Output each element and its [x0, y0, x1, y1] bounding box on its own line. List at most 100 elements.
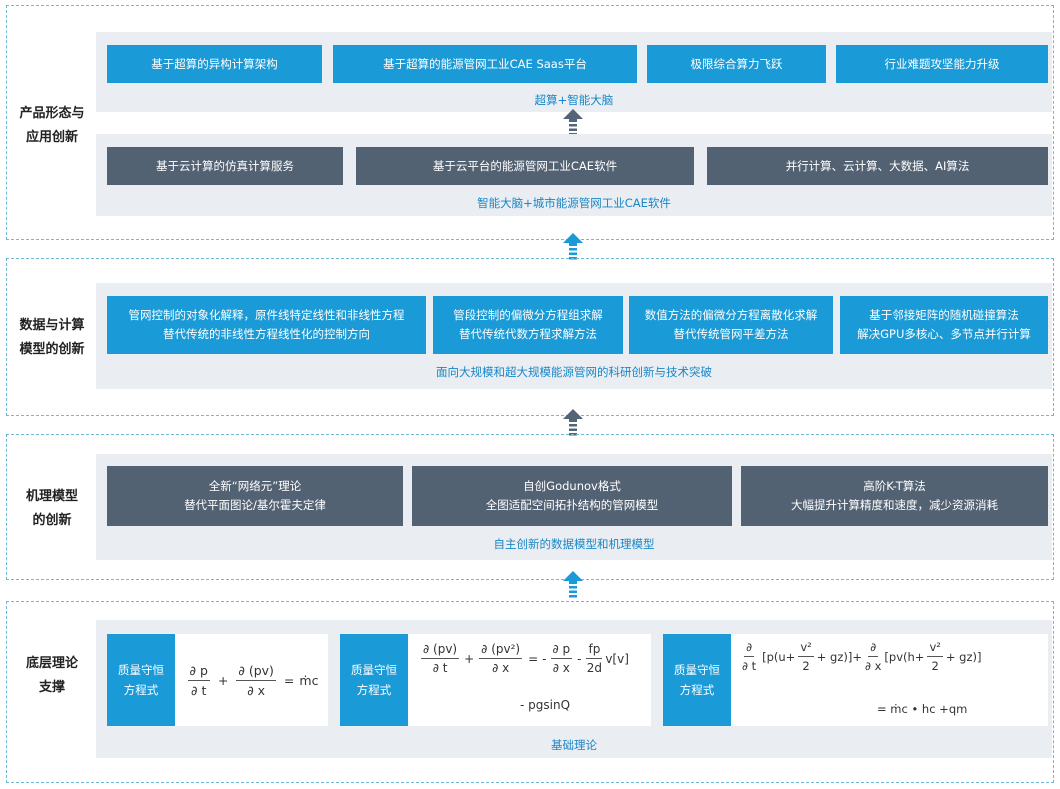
object-control-box: 管网控制的对象化解释，原件线特定线性和非线性方程 替代传统的非线性方程线性化的控…	[107, 296, 426, 354]
box-text-line2: 解决GPU多核心、多节点并行计算	[857, 327, 1031, 341]
fraction: ∂∂ t	[742, 640, 756, 673]
section-product-innovation: 产品形态与 应用创新	[6, 5, 1054, 240]
fraction: ∂ p∂ t	[187, 663, 210, 698]
cloud-cae-software-box: 基于云平台的能源管网工业CAE软件	[356, 147, 694, 185]
box-text: 基于超算的异构计算架构	[151, 56, 278, 71]
box-text-line2: 替代传统的非线性方程线性化的控制方向	[163, 327, 370, 341]
denominator: ∂ x	[552, 661, 570, 675]
cae-saas-box: 基于超算的能源管网工业CAE Saas平台	[333, 45, 637, 83]
denominator: ∂ x	[247, 682, 266, 698]
box-text-line1: 数值方法的偏微分方程离散化求解	[644, 308, 818, 322]
box-text-line2: 大幅提升计算精度和速度，减少资源消耗	[791, 498, 998, 512]
expression: [pv(h+	[884, 649, 925, 664]
section-base-theory: 底层理论 支撑	[6, 601, 1054, 783]
expression: + gz)]+	[816, 649, 862, 664]
box-text-line1: 基于邻接矩阵的随机碰撞算法	[869, 308, 1019, 322]
operator: =	[283, 672, 295, 688]
expression: + gz)]	[945, 649, 982, 664]
section-title-line2: 模型的创新	[19, 342, 85, 357]
label-line2: 方程式	[356, 683, 392, 697]
numerator: ∂ (pv)	[421, 642, 460, 659]
base-theory-caption: 基础理论	[551, 738, 597, 752]
section-title: 底层理论 支撑	[7, 652, 97, 700]
operator: -	[577, 651, 582, 666]
kt-algorithm-box: 高阶K-T算法 大幅提升计算精度和速度，减少资源消耗	[741, 466, 1048, 526]
discretization-box: 数值方法的偏微分方程离散化求解 替代传统管网平差方法	[629, 296, 833, 354]
section-title-line1: 底层理论	[25, 656, 78, 671]
up-arrow-icon	[563, 571, 583, 598]
fraction: ∂∂ x	[865, 640, 881, 673]
label-line2: 方程式	[123, 683, 159, 697]
section-mechanism-model-innovation: 机理模型 的创新	[6, 434, 1054, 580]
random-collision-box: 基于邻接矩阵的随机碰撞算法 解决GPU多核心、多节点并行计算	[840, 296, 1048, 354]
computing-leap-box: 极限综合算力飞跃	[647, 45, 826, 83]
rhs-term: ṁc	[299, 672, 319, 688]
box-text: 基于云计算的仿真计算服务	[156, 158, 294, 173]
numerator: v²	[927, 640, 943, 657]
equation-2: ∂ (pv) ∂ t + ∂ (pv²) ∂ x = - ∂ p ∂ x - fp 2d…	[408, 634, 651, 726]
box-text-line1: 全新“网络元”理论	[208, 479, 302, 493]
numerator: fp	[586, 642, 603, 659]
denominator: ∂ t	[191, 682, 207, 698]
section-title-line1: 产品形态与	[19, 106, 85, 121]
mass-conservation-label: 质量守恒 方程式	[663, 634, 731, 726]
section-title-line1: 机理模型	[25, 489, 78, 504]
label-line1: 质量守恒	[674, 663, 720, 677]
supercomputing-caption: 超算+智能大脑	[534, 93, 614, 107]
operator: -	[542, 651, 547, 666]
section-title: 数据与计算 模型的创新	[7, 314, 97, 362]
parallel-ai-box: 并行计算、云计算、大数据、AI算法	[707, 147, 1048, 185]
box-text: 极限综合算力飞跃	[690, 56, 783, 71]
box-text-line1: 管网控制的对象化解释，原件线特定线性和非线性方程	[128, 308, 405, 322]
box-text-line1: 高阶K-T算法	[863, 479, 926, 493]
equation-line2: = ṁc • hc +qm	[877, 702, 968, 716]
numerator: ∂ (pv²)	[479, 642, 523, 659]
numerator: ∂ p	[550, 642, 573, 659]
section-title-line1: 数据与计算	[19, 318, 85, 333]
equation-line2: - pgsinQ	[520, 698, 571, 712]
numerator: ∂	[744, 640, 755, 657]
box-text-line1: 管段控制的偏微分方程组求解	[453, 308, 603, 322]
box-text-line2: 全图适配空间拓扑结构的管网模型	[485, 498, 659, 512]
data-caption: 面向大规模和超大规模能源管网的科研创新与技术突破	[436, 365, 712, 379]
operator: +	[464, 651, 475, 666]
mass-conservation-label: 质量守恒 方程式	[340, 634, 408, 726]
operator: =	[528, 651, 539, 666]
godunov-box: 自创Godunov格式 全图适配空间拓扑结构的管网模型	[412, 466, 732, 526]
denominator: 2d	[586, 661, 603, 675]
numerator: ∂ p	[187, 663, 210, 681]
box-text: 基于云平台的能源管网工业CAE软件	[432, 158, 618, 173]
fraction: ∂ p ∂ x	[550, 642, 573, 675]
box-text-line1: 自创Godunov格式	[523, 479, 621, 493]
denominator: ∂ x	[492, 661, 510, 675]
section-title: 机理模型 的创新	[7, 485, 97, 533]
equation-1: ∂ p∂ t + ∂ (pv)∂ x = ṁc	[175, 634, 328, 726]
box-text: 并行计算、云计算、大数据、AI算法	[785, 158, 970, 173]
fraction: ∂ (pv) ∂ t	[421, 642, 460, 675]
tail-term: v[v]	[605, 651, 629, 666]
numerator: v²	[798, 640, 814, 657]
heterogeneous-arch-box: 基于超算的异构计算架构	[107, 45, 322, 83]
section-title-line2: 支撑	[38, 680, 65, 695]
fraction: v² 2	[798, 640, 814, 673]
industry-challenge-box: 行业难题攻坚能力升级	[836, 45, 1048, 83]
label-line1: 质量守恒	[118, 663, 164, 677]
network-element-box: 全新“网络元”理论 替代平面图论/基尔霍夫定律	[107, 466, 403, 526]
section-data-model-innovation: 数据与计算 模型的创新	[6, 258, 1054, 416]
fraction: ∂ (pv)∂ x	[236, 663, 276, 698]
numerator: ∂ (pv)	[236, 663, 276, 681]
section-title-line2: 的创新	[32, 513, 72, 528]
denominator: 2	[802, 659, 810, 673]
expression: [p(u+	[762, 649, 796, 664]
fraction: ∂ (pv²) ∂ x	[479, 642, 523, 675]
box-text-line2: 替代传统代数方程求解方法	[459, 327, 597, 341]
mass-conservation-label: 质量守恒 方程式	[107, 634, 175, 726]
denominator: ∂ x	[865, 659, 882, 673]
smart-brain-caption: 智能大脑+城市能源管网工业CAE软件	[477, 196, 671, 210]
cloud-simulation-box: 基于云计算的仿真计算服务	[107, 147, 343, 185]
box-text-line2: 替代传统管网平差方法	[673, 327, 789, 341]
box-text: 行业难题攻坚能力升级	[884, 56, 1000, 71]
denominator: ∂ t	[432, 661, 448, 675]
